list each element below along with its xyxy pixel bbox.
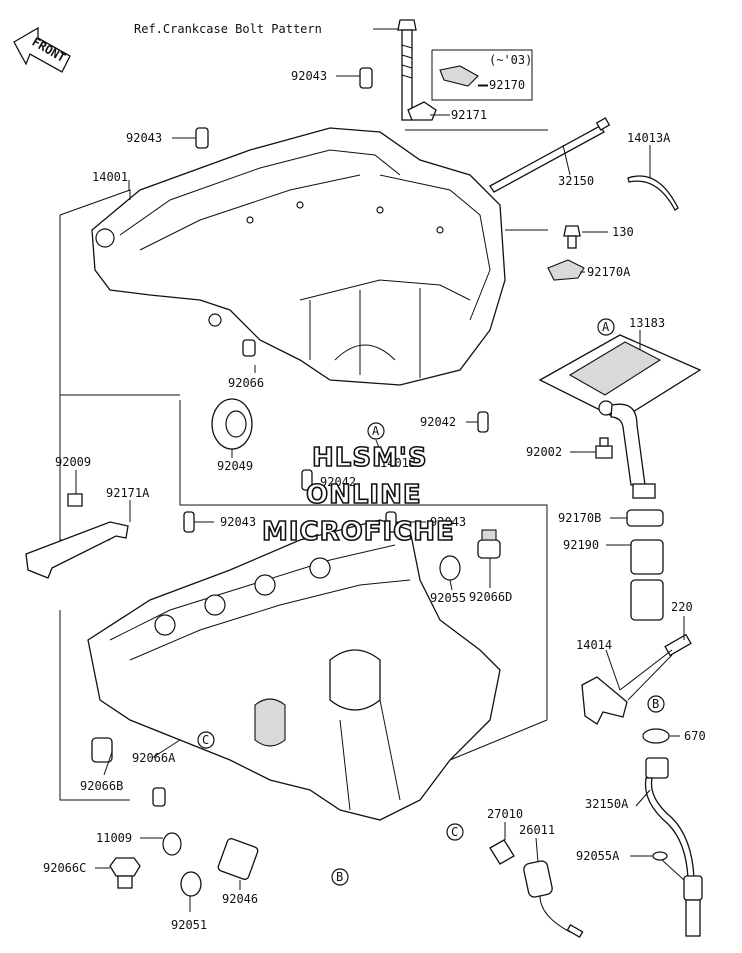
lower-crankcase-icon	[87, 519, 501, 821]
part-label: 92171A	[106, 486, 150, 500]
bracket-icon	[581, 676, 628, 725]
dowel-pin-icon	[477, 411, 489, 433]
marker-c: C	[451, 825, 458, 839]
version-note-box: (~'03)	[431, 49, 533, 101]
marker-b: B	[652, 697, 659, 711]
dowel-pin-icon	[301, 469, 313, 491]
part-label: 11009	[96, 831, 132, 845]
part-label: 13183	[629, 316, 665, 330]
part-label: 92043	[220, 515, 256, 529]
watermark: HLSM'S ONLINE MICROFICHE	[261, 442, 455, 548]
dowel-pin-icon	[359, 67, 373, 89]
crankcase-bolt-icon	[397, 19, 417, 121]
hose-icon	[630, 539, 664, 621]
marker-b: B	[336, 870, 343, 884]
clamp-icon	[547, 259, 585, 281]
o-ring-92055-icon	[439, 555, 461, 581]
part-label: 14014	[576, 638, 612, 652]
part-label: 32150	[558, 174, 594, 188]
watermark-line: HLSM'S	[312, 443, 428, 473]
leader-lines	[75, 75, 685, 912]
part-label: 14013	[380, 456, 416, 470]
part-label: 220	[671, 600, 693, 614]
guide-icon	[627, 175, 679, 211]
dowel-pin-icon	[183, 511, 195, 533]
marker-c: C	[202, 733, 209, 747]
part-label: 32150A	[585, 797, 629, 811]
reference-markers: A A B B C C	[197, 318, 665, 886]
part-label: 92066	[228, 376, 264, 390]
upper-crankcase-icon	[91, 127, 506, 386]
plug-92066c-icon	[109, 857, 141, 889]
plug-92066d-icon	[477, 529, 501, 559]
bolt-92002-icon	[595, 437, 613, 459]
marker-a: A	[602, 320, 610, 334]
part-labels: 92043 92170 92171 92043 14001 32150 1401…	[43, 69, 706, 932]
watermark-line: MICROFICHE	[262, 517, 455, 547]
o-ring-a-icon	[652, 851, 668, 861]
sensor-26011-icon	[523, 860, 584, 938]
clamp-b-icon	[626, 509, 664, 527]
part-label: 92009	[55, 455, 91, 469]
oil-pipe-icon	[644, 757, 703, 937]
part-label: 130	[612, 225, 634, 239]
bolt-130-icon	[563, 225, 581, 249]
oil-seal-icon	[211, 398, 253, 450]
watermark-line: ONLINE	[306, 480, 422, 510]
ref-bolt-pattern-note: Ref.Crankcase Bolt Pattern	[134, 22, 322, 36]
bearing-92046-icon	[217, 838, 259, 880]
washer-92051-icon	[180, 871, 202, 897]
dowel-pin-icon	[152, 787, 166, 807]
part-label: 92066C	[43, 861, 86, 875]
part-label: 92170B	[558, 511, 601, 525]
part-label: 670	[684, 729, 706, 743]
part-label: 92043	[291, 69, 327, 83]
part-label: 92046	[222, 892, 258, 906]
front-arrow-icon: FRONT	[13, 26, 71, 73]
part-label: 92190	[563, 538, 599, 552]
part-label: 26011	[519, 823, 555, 837]
oil-screen-icon	[538, 334, 702, 499]
version-note-label: (~'03)	[489, 53, 532, 67]
part-label: 92042	[420, 415, 456, 429]
part-label: 92066B	[80, 779, 123, 793]
dowel-pin-icon	[195, 127, 209, 149]
sensor-27010-icon	[489, 839, 515, 865]
washer-11009-icon	[162, 832, 182, 856]
part-label: 92049	[217, 459, 253, 473]
part-label: 92043	[126, 131, 162, 145]
bolt-92009-icon	[67, 493, 83, 507]
dowel-pin-icon	[242, 339, 256, 357]
part-label: 92042	[320, 475, 356, 489]
part-label: 92051	[171, 918, 207, 932]
o-ring-icon	[642, 728, 670, 744]
part-label: 14001	[92, 170, 128, 184]
part-label: 92066A	[132, 751, 176, 765]
plug-92066b-icon	[91, 737, 113, 763]
part-label: 27010	[487, 807, 523, 821]
bracket-92171a-icon	[25, 521, 129, 579]
part-label: 92170A	[587, 265, 631, 279]
part-label: 92171	[451, 108, 487, 122]
part-label: 92043	[430, 515, 466, 529]
part-label: 92055A	[576, 849, 620, 863]
part-label: 92170	[489, 78, 525, 92]
part-label: 14013A	[627, 131, 671, 145]
marker-a: A	[372, 424, 380, 438]
part-label: 92066D	[469, 590, 512, 604]
part-label: 92055	[430, 591, 466, 605]
part-label: 92002	[526, 445, 562, 459]
